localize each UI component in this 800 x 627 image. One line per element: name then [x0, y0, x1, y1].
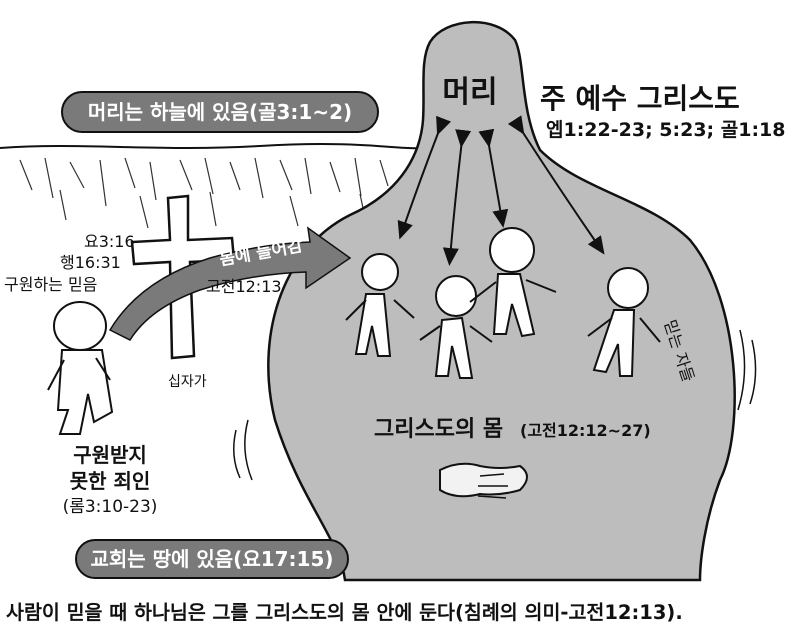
bottom-caption: 사람이 믿을 때 하나님은 그를 그리스도의 몸 안에 둔다(침례의 의미-고전… [6, 601, 683, 624]
sinner-figure [47, 301, 114, 435]
into-body-arrow [108, 226, 352, 341]
church-on-earth-text: 교회는 땅에 있음(요17:15) [90, 547, 333, 571]
believer-figures [345, 227, 661, 379]
head-in-heaven-text: 머리는 하늘에 있음(골3:1~2) [88, 100, 352, 124]
body-of-christ-label: 그리스도의 몸 [374, 417, 503, 442]
cross-label: 십자가 [168, 374, 207, 390]
ref-1cor: 고전12:13 [206, 277, 282, 296]
head-label: 머리 [442, 75, 497, 110]
horizon-band [0, 143, 421, 262]
church-on-earth-pill: 교회는 땅에 있음(요17:15) [75, 539, 349, 579]
saving-faith-label: 구원하는 믿음 [4, 275, 97, 294]
head-to-believers-arrows [397, 115, 605, 266]
sinner-line1: 구원받지 [73, 443, 147, 467]
sinner-line2: 못한 죄인 [70, 469, 151, 493]
lord-title: 주 예수 그리스도 [540, 82, 740, 115]
ref-acts: 행16:31 [60, 253, 121, 272]
head-in-heaven-pill: 머리는 하늘에 있음(골3:1~2) [61, 91, 379, 133]
sinner-ref: (롬3:10-23) [63, 497, 158, 517]
ref-john: 요3:16 [84, 232, 135, 251]
body-of-christ-ref: (고전12:12~27) [520, 421, 651, 440]
lord-refs: 엡1:22-23; 5:23; 골1:18 [546, 119, 786, 141]
